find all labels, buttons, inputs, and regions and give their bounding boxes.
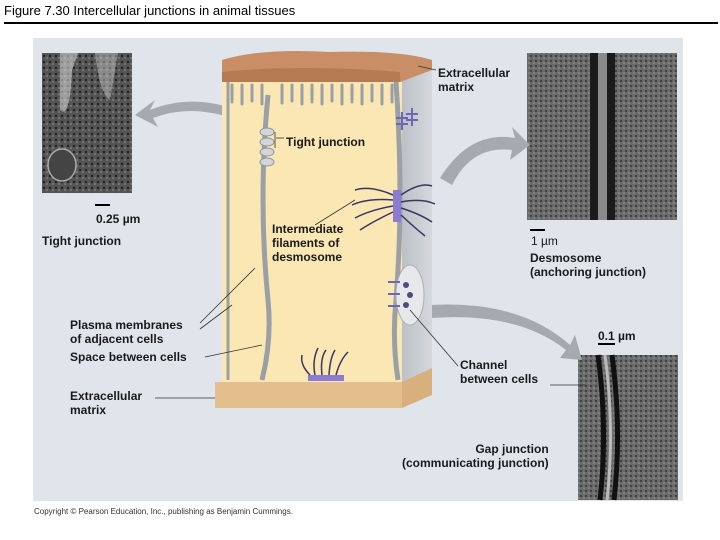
scale-tight-junction: 0.25 µm <box>96 212 141 226</box>
arrow-to-desmosome <box>440 127 530 185</box>
hemidesmosome <box>308 375 344 381</box>
label-tight-junction-micrograph: Tight junction <box>42 234 122 248</box>
label-channel-between-cells: Channel between cells <box>460 358 539 386</box>
gap-junction-micrograph <box>578 343 678 501</box>
epithelial-cells <box>215 51 436 408</box>
scale-gap-junction: 0.1 µm <box>598 329 636 343</box>
leader-lines <box>155 65 585 399</box>
label-gap-junction-micrograph: Gap junction (communicating junction) <box>402 442 549 470</box>
desmosome-plaque <box>351 184 436 237</box>
label-intermediate-filaments: Intermediate filaments of desmosome <box>272 222 344 264</box>
label-extracellular-matrix-bottom: Extracellular matrix <box>70 389 143 417</box>
figure-title: Figure 7.30 Intercellular junctions in a… <box>4 3 296 18</box>
label-plasma-membranes: Plasma membranes of adjacent cells <box>70 318 183 346</box>
arrow-to-gap-junction <box>430 304 582 360</box>
title-rule <box>4 22 718 24</box>
copyright-notice: Copyright © Pearson Education, Inc., pub… <box>34 507 293 516</box>
label-tight-junction-callout: Tight junction <box>286 135 366 149</box>
scale-desmosome: 1 µm <box>531 234 558 248</box>
label-desmosome-micrograph: Desmosome (anchoring junction) <box>530 251 646 279</box>
tight-junction-micrograph <box>42 53 132 206</box>
label-extracellular-matrix-top: Extracellular matrix <box>438 66 511 94</box>
label-space-between-cells: Space between cells <box>70 350 187 364</box>
desmosome-micrograph <box>527 53 677 231</box>
